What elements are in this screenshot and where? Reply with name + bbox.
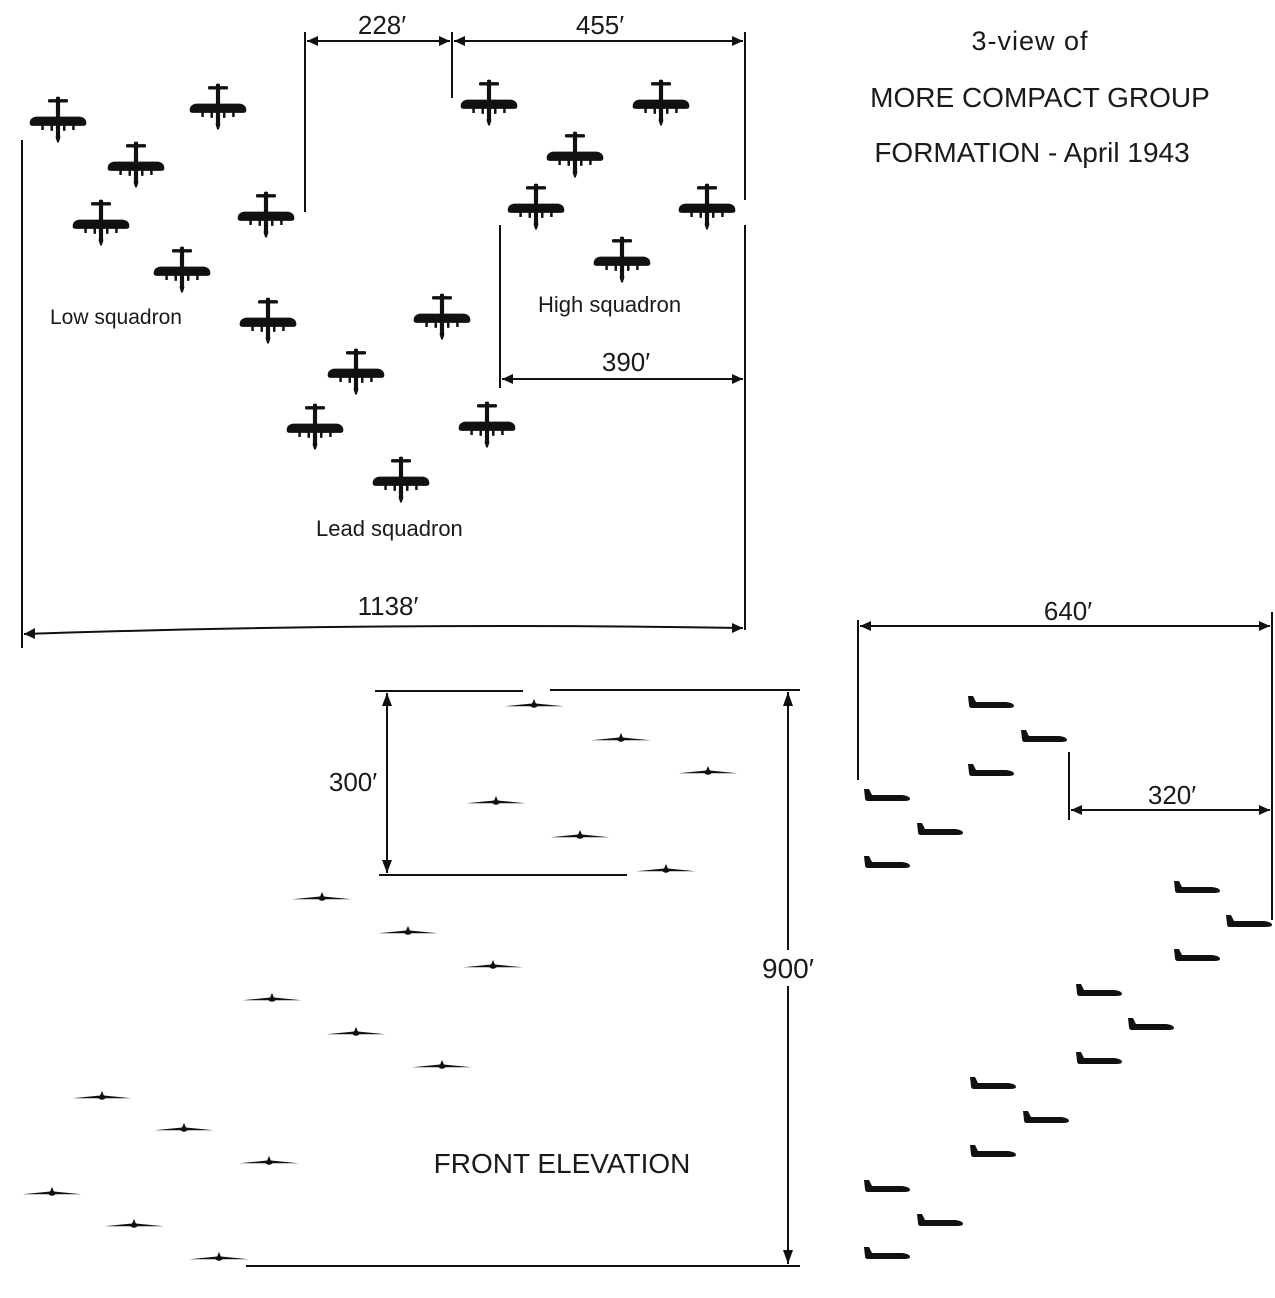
dimension-228: 228′ xyxy=(304,10,453,212)
side-aircraft-icon xyxy=(1128,1018,1174,1030)
plan-aircraft-icon xyxy=(107,141,165,188)
dimension-label-300: 300′ xyxy=(329,767,377,797)
front-aircraft-icon xyxy=(72,1090,132,1101)
side-aircraft-icon xyxy=(1021,730,1067,742)
side-aircraft-icon xyxy=(1023,1111,1069,1123)
title-line-3: FORMATION - April 1943 xyxy=(874,137,1189,168)
front-aircraft-icon xyxy=(104,1218,164,1229)
front-aircraft-icon xyxy=(678,765,738,776)
front-aircraft-icon xyxy=(326,1026,386,1037)
side-aircraft-icon xyxy=(1076,1052,1122,1064)
label-low-squadron: Low squadron xyxy=(50,306,182,329)
side-aircraft-icon xyxy=(864,856,910,868)
front-aircraft-icon xyxy=(591,732,651,743)
plan-aircraft-icon xyxy=(507,183,565,230)
front-aircraft-icon xyxy=(189,1251,249,1262)
plan-aircraft-icon xyxy=(29,96,87,143)
dimension-label-1138: 1138′ xyxy=(358,591,419,621)
plan-aircraft-icon xyxy=(372,456,430,503)
plan-aircraft-icon xyxy=(593,236,651,283)
dimension-640: 640′ xyxy=(857,596,1273,920)
side-aircraft-icon xyxy=(864,1247,910,1259)
side-aircraft-icon xyxy=(917,823,963,835)
side-aircraft-icon xyxy=(968,696,1014,708)
front-elevation-view: 300′ 900′ FRONT ELEVATION xyxy=(22,689,824,1267)
side-view: 640′ 320′ xyxy=(857,596,1273,1259)
dimension-label-640: 640′ xyxy=(1044,596,1092,626)
side-aircraft-icon xyxy=(1174,881,1220,893)
side-aircraft-icon xyxy=(917,1214,963,1226)
side-aircraft-icon xyxy=(1226,915,1272,927)
dimension-label-228: 228′ xyxy=(358,10,406,40)
dimension-label-390: 390′ xyxy=(602,347,650,377)
plan-aircraft-icon xyxy=(632,79,690,126)
label-lead-squadron: Lead squadron xyxy=(316,516,463,541)
plan-aircraft-icon xyxy=(237,191,295,238)
plan-aircraft-icon xyxy=(239,297,297,344)
front-aircraft-icon xyxy=(463,959,523,970)
plan-aircraft-icon xyxy=(153,246,211,293)
title-line-2: MORE COMPACT GROUP xyxy=(870,82,1210,113)
plan-aircraft-icon xyxy=(327,348,385,395)
side-aircraft-icon xyxy=(1076,984,1122,996)
plan-view: Low squadron High squadron Lead squadron… xyxy=(21,10,746,648)
dimension-320: 320′ xyxy=(1068,752,1270,820)
front-aircraft-icon xyxy=(550,829,610,840)
dimension-1138: 1138′ xyxy=(21,140,744,648)
side-aircraft-icon xyxy=(968,764,1014,776)
front-aircraft-icon xyxy=(636,863,696,874)
front-aircraft-icon xyxy=(239,1155,299,1166)
title-line-1: 3-view of xyxy=(971,26,1088,56)
side-aircraft-icon xyxy=(864,1180,910,1192)
dimension-label-320: 320′ xyxy=(1148,780,1196,810)
plan-aircraft-icon xyxy=(546,131,604,178)
dimension-455: 455′ xyxy=(454,10,746,200)
label-front-elevation: FRONT ELEVATION xyxy=(434,1148,691,1179)
front-aircraft-icon xyxy=(504,698,564,709)
side-aircraft-icon xyxy=(970,1145,1016,1157)
dimension-390: 390′ xyxy=(499,225,746,630)
plan-aircraft-icon xyxy=(189,83,247,130)
dimension-label-455: 455′ xyxy=(576,10,624,40)
plan-aircraft-icon xyxy=(678,183,736,230)
plan-aircraft-icon xyxy=(460,79,518,126)
label-high-squadron: High squadron xyxy=(538,292,681,317)
front-aircraft-icon xyxy=(292,891,352,902)
plan-aircraft-icon xyxy=(286,403,344,450)
plan-aircraft-icon xyxy=(458,401,516,448)
plan-aircraft-icon xyxy=(413,293,471,340)
plan-aircraft-icon xyxy=(72,199,130,246)
front-aircraft-icon xyxy=(466,795,526,806)
side-aircraft-icon xyxy=(864,789,910,801)
side-aircraft-icon xyxy=(1174,949,1220,961)
front-aircraft-icon xyxy=(378,925,438,936)
diagram-title: 3-view of MORE COMPACT GROUP FORMATION -… xyxy=(870,26,1210,168)
side-aircraft-icon xyxy=(970,1077,1016,1089)
dimension-900: 900′ xyxy=(246,689,824,1267)
dimension-300: 300′ xyxy=(329,690,627,876)
front-aircraft-icon xyxy=(154,1122,214,1133)
front-aircraft-icon xyxy=(22,1186,82,1197)
front-aircraft-icon xyxy=(242,992,302,1003)
dimension-label-900: 900′ xyxy=(762,953,814,984)
front-aircraft-icon xyxy=(412,1059,472,1070)
